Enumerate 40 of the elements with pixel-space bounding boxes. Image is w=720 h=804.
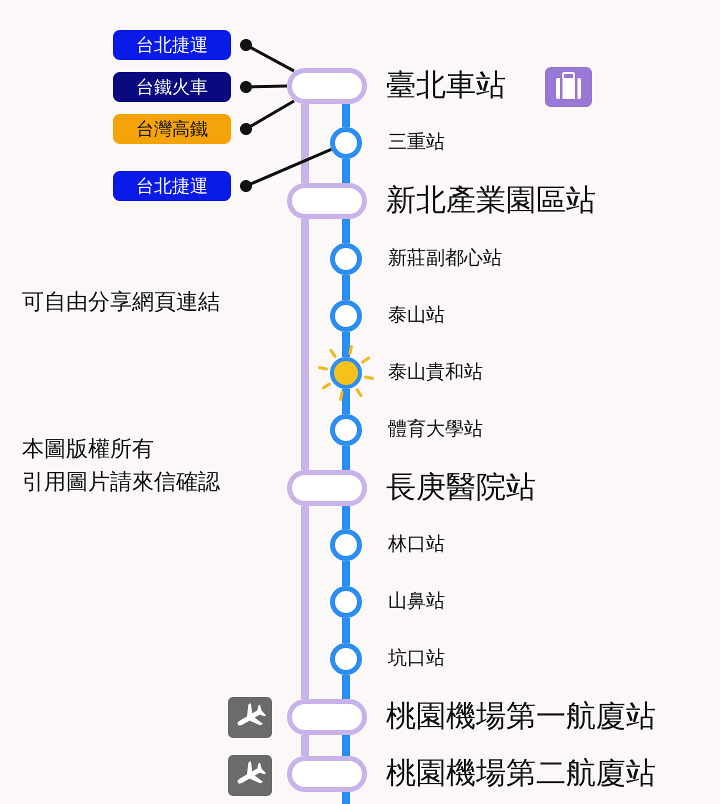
track-line <box>342 104 350 127</box>
track-line <box>342 506 350 529</box>
station-name: 山鼻站 <box>388 592 445 611</box>
transfer-line-badge: 台北捷運 <box>113 30 231 60</box>
note-text: 可自由分享網頁連結 <box>22 290 220 316</box>
track-line <box>342 446 350 470</box>
station-name: 新莊副都心站 <box>388 249 502 268</box>
station-name: 新北產業園區站 <box>386 186 596 216</box>
track-line <box>342 618 350 643</box>
station-name: 坑口站 <box>388 649 445 668</box>
station-name: 三重站 <box>388 133 445 152</box>
track-line <box>342 675 350 699</box>
transfer-line-badge: 台灣高鐵 <box>113 114 231 144</box>
station-name: 泰山站 <box>388 306 445 325</box>
station-name: 泰山貴和站 <box>388 363 483 382</box>
transfer-line-badge: 台北捷運 <box>113 171 231 201</box>
track-line <box>342 735 350 756</box>
track-line <box>301 735 309 756</box>
station-name: 桃園機場第二航廈站 <box>386 759 656 789</box>
track-line <box>342 792 350 804</box>
station-name: 林口站 <box>388 535 445 554</box>
station-name: 桃園機場第一航廈站 <box>386 702 656 732</box>
track-line <box>342 332 350 357</box>
station-name: 體育大學站 <box>388 420 483 439</box>
station-name: 長庚醫院站 <box>386 473 536 503</box>
track-line <box>342 159 350 183</box>
transfer-line-badge: 台鐵火車 <box>113 72 231 102</box>
track-line <box>342 389 350 414</box>
leader-line <box>240 148 332 192</box>
track-line <box>342 561 350 586</box>
station-name: 臺北車站 <box>386 71 506 101</box>
note-text: 引用圖片請來信確認 <box>22 470 220 496</box>
track-line <box>342 219 350 243</box>
track-line <box>301 104 309 183</box>
leader-line <box>240 39 295 72</box>
track-line <box>301 219 309 470</box>
note-text: 本圖版權所有 <box>22 437 154 464</box>
track-line <box>301 506 309 699</box>
track-line <box>342 275 350 300</box>
leader-line <box>240 81 288 93</box>
